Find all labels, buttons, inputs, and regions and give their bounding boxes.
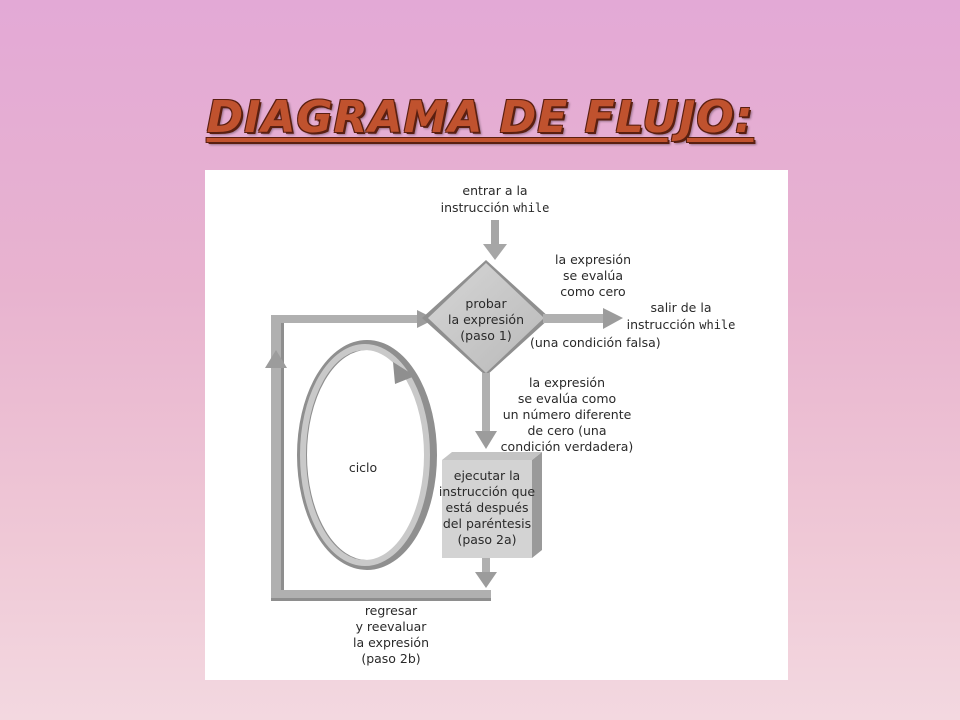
exit-label-line1: salir de la bbox=[651, 300, 712, 315]
true-branch-label: la expresión se evalúa como un número di… bbox=[501, 375, 634, 454]
exit-label: salir de la instrucción while bbox=[627, 300, 736, 332]
true-branch-line5: condición verdadera) bbox=[501, 439, 634, 454]
slide-title: DIAGRAMA DE FLUJO: bbox=[206, 92, 754, 143]
return-line1: regresar bbox=[365, 603, 418, 618]
true-branch-line3: un número diferente bbox=[503, 407, 632, 422]
enter-label-line2: instrucción while bbox=[441, 200, 550, 215]
enter-label-line1: entrar a la bbox=[462, 183, 527, 198]
process-line4: del paréntesis bbox=[443, 516, 531, 531]
decision-line2: la expresión bbox=[448, 312, 524, 327]
false-condition-label: (una condición falsa) bbox=[530, 335, 661, 350]
decision-line3: (paso 1) bbox=[460, 328, 511, 343]
process-line3: está después bbox=[446, 500, 529, 515]
true-branch-line4: de cero (una bbox=[527, 423, 606, 438]
cycle-loop: ciclo bbox=[297, 340, 437, 570]
process-exit-arrow bbox=[475, 558, 497, 588]
flowchart: entrar a la instrucción while proba bbox=[265, 183, 736, 666]
flowchart-panel: entrar a la instrucción while proba bbox=[205, 170, 788, 680]
true-branch-line1: la expresión bbox=[529, 375, 605, 390]
decision-diamond: probar la expresión (paso 1) bbox=[422, 260, 550, 376]
false-branch-label: la expresión se evalúa como cero (una co… bbox=[530, 252, 661, 350]
return-label: regresar y reevaluar la expresión (paso … bbox=[353, 603, 429, 666]
return-line3: la expresión bbox=[353, 635, 429, 650]
cycle-arrowhead-icon bbox=[393, 362, 415, 384]
false-branch-line2: se evalúa bbox=[563, 268, 623, 283]
decision-line1: probar bbox=[465, 296, 507, 311]
entry-arrow bbox=[483, 220, 507, 260]
false-branch-line1: la expresión bbox=[555, 252, 631, 267]
return-line4: (paso 2b) bbox=[361, 651, 420, 666]
false-branch-line3: como cero bbox=[560, 284, 625, 299]
false-branch-arrow bbox=[543, 308, 623, 329]
process-line5: (paso 2a) bbox=[457, 532, 516, 547]
cycle-label: ciclo bbox=[349, 460, 377, 475]
true-branch-arrow bbox=[475, 373, 497, 449]
enter-label: entrar a la instrucción while bbox=[441, 183, 550, 215]
process-box: ejecutar la instrucción que está después… bbox=[439, 452, 542, 558]
process-line1: ejecutar la bbox=[454, 468, 520, 483]
exit-label-line2: instrucción while bbox=[627, 317, 736, 332]
return-line2: y reevaluar bbox=[356, 619, 428, 634]
true-branch-line2: se evalúa como bbox=[518, 391, 616, 406]
process-line2: instrucción que bbox=[439, 484, 535, 499]
